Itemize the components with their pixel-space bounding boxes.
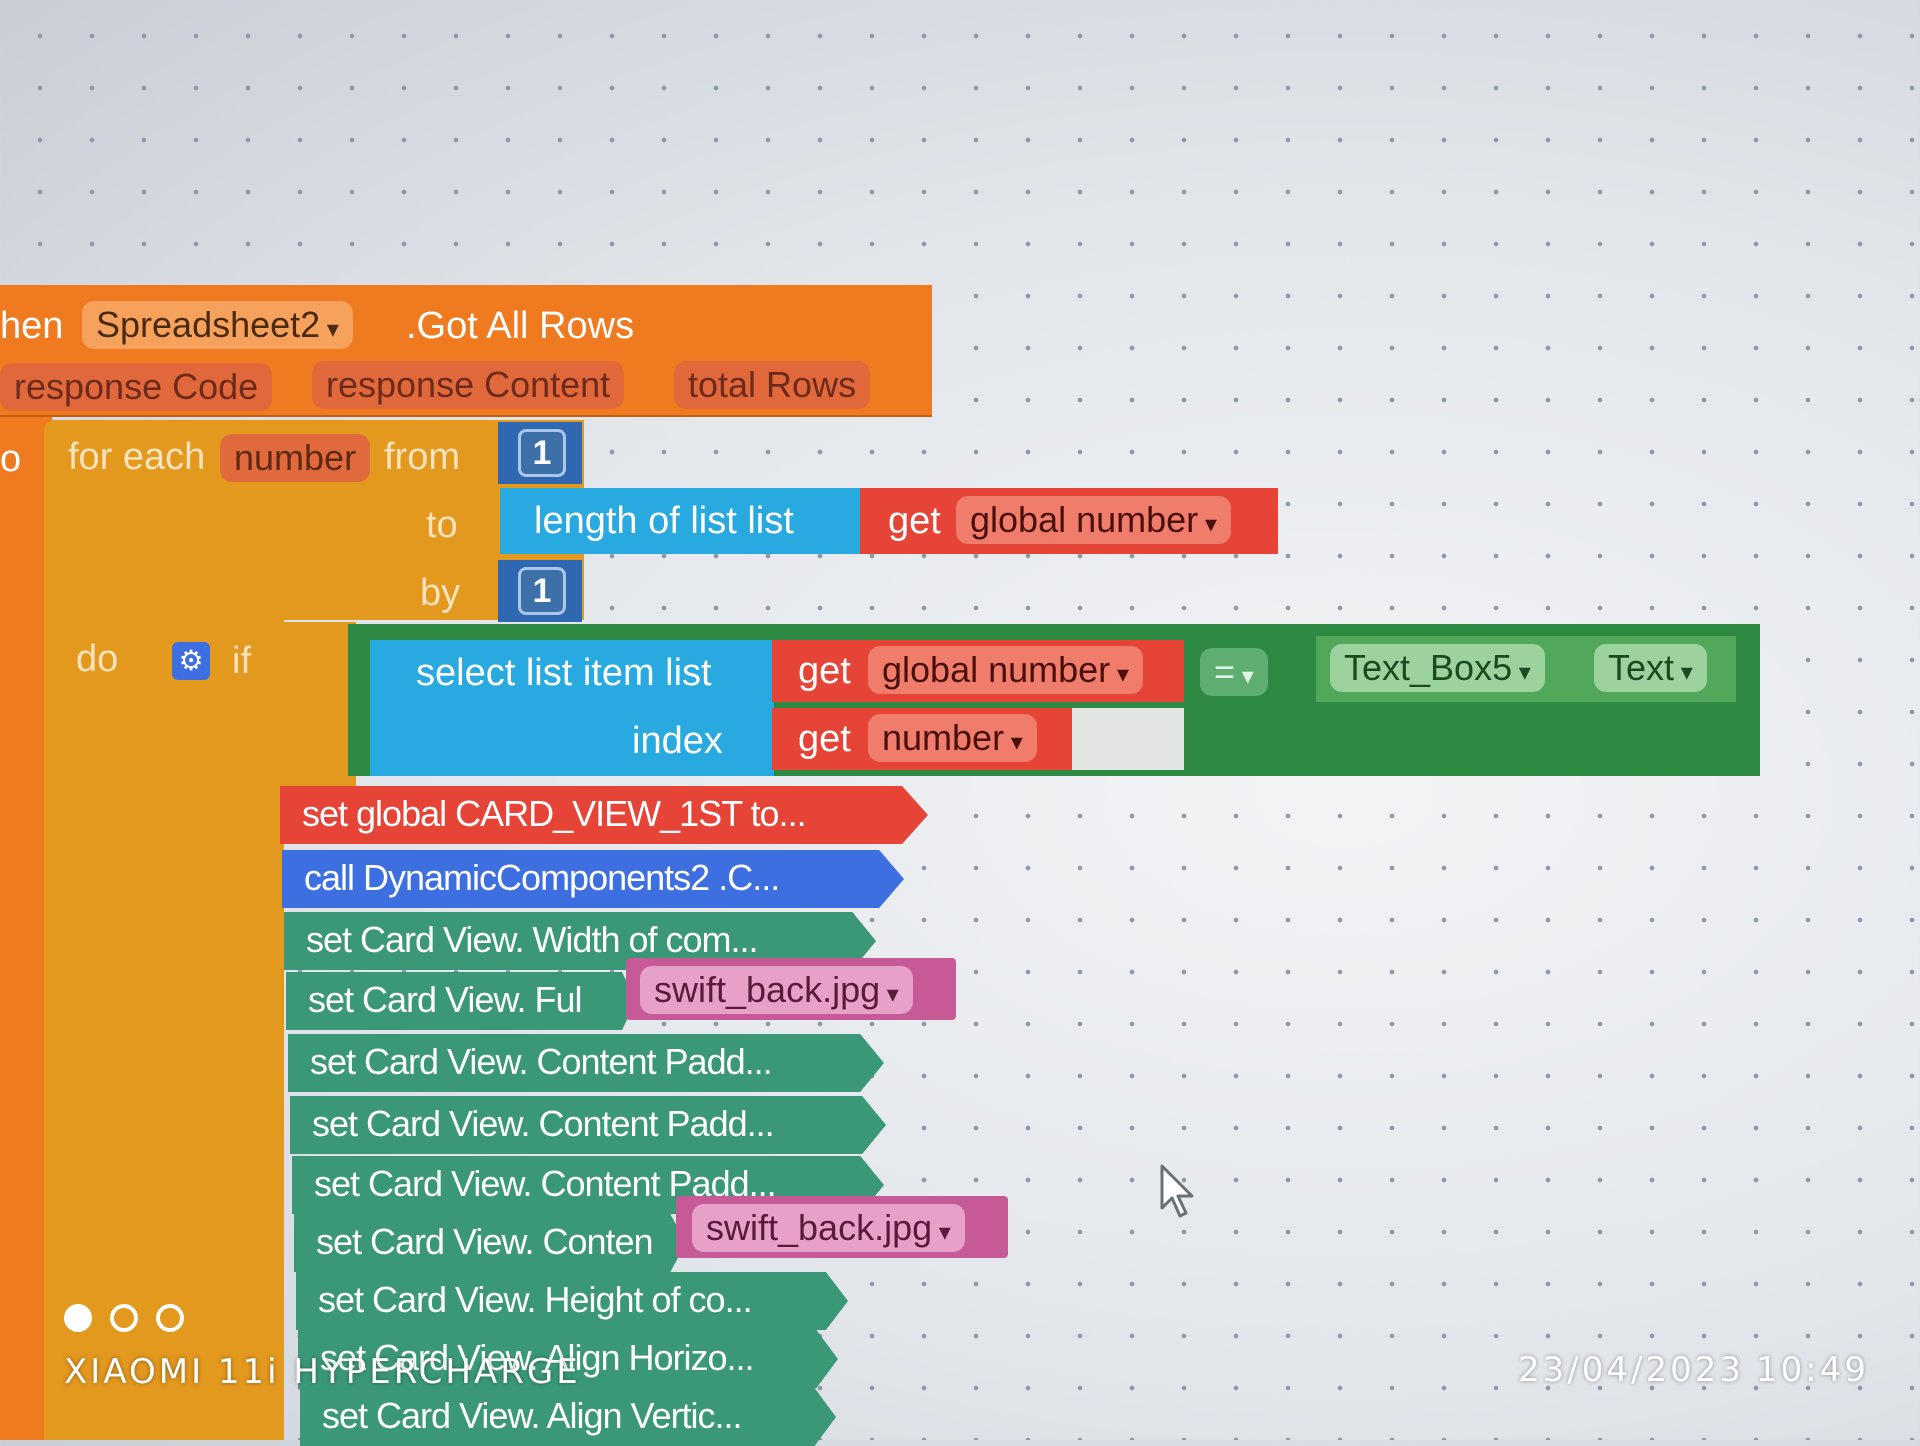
length-of-list-label: length of list list: [534, 500, 794, 542]
watermark-dot-outline-icon: [156, 1304, 184, 1332]
set-card-view-align-horizontal-block[interactable]: set Card View. Align Horizo...: [298, 1330, 838, 1388]
to-label: to: [426, 504, 458, 546]
get-global-number-block[interactable]: get global number: [860, 488, 1278, 554]
global-number-dropdown[interactable]: global number: [868, 646, 1143, 694]
statement-label: set Card View. Align Horizo...: [320, 1337, 755, 1378]
if-block[interactable]: ⚙ if then: [146, 622, 356, 836]
for-each-block[interactable]: for each number from to by: [44, 420, 584, 620]
event-name-label: .Got All Rows: [406, 305, 635, 347]
set-card-view-content-block[interactable]: set Card View. Conten: [294, 1214, 686, 1272]
get-label: get: [798, 718, 851, 760]
get-list-var-block[interactable]: get global number: [772, 640, 1184, 702]
camera-model-label: XIAOMI 11i HYPERCHARGE: [64, 1352, 581, 1392]
set-card-view-full-block[interactable]: set Card View. Ful: [286, 972, 636, 1030]
set-card-view-align-vertical-block[interactable]: set Card View. Align Vertic...: [300, 1388, 836, 1446]
loop-var-field[interactable]: number: [220, 434, 371, 482]
set-card-view-content-padding-block[interactable]: set Card View. Content Padd...: [288, 1034, 884, 1092]
text-value-block[interactable]: swift_back.jpg: [676, 1196, 1008, 1258]
event-block[interactable]: hen Spreadsheet2 .Got All Rows response …: [0, 285, 932, 417]
watermark-dot-filled-icon: [64, 1304, 92, 1332]
from-number-block[interactable]: 1: [498, 422, 582, 484]
set-global-card-view-block[interactable]: set global CARD_VIEW_1ST to...: [280, 786, 928, 844]
set-card-view-height-block[interactable]: set Card View. Height of co...: [296, 1272, 848, 1330]
statement-label: set Card View. Height of co...: [318, 1279, 753, 1320]
watermark-dot-outline-icon: [110, 1304, 138, 1332]
get-index-var-block[interactable]: get number: [772, 708, 1072, 770]
for-each-label: for each: [68, 436, 206, 478]
statement-label: set Card View. Content Padd...: [312, 1103, 775, 1144]
by-label: by: [420, 572, 461, 614]
set-card-view-content-padding-block[interactable]: set Card View. Content Padd...: [290, 1096, 886, 1154]
textbox-component-dropdown[interactable]: Text_Box5: [1330, 644, 1545, 692]
statement-label: set Card View. Ful: [308, 979, 582, 1020]
image-file-dropdown[interactable]: swift_back.jpg: [640, 966, 913, 1014]
do-prefix-label: o: [0, 438, 22, 480]
get-label: get: [798, 650, 851, 692]
param-total-rows[interactable]: total Rows: [674, 361, 871, 409]
statement-label: set Card View. Conten: [316, 1221, 654, 1262]
select-list-item-label: select list item list: [416, 652, 712, 694]
gear-icon[interactable]: ⚙: [172, 642, 210, 680]
compare-operator-dropdown[interactable]: =: [1200, 648, 1268, 696]
if-label: if: [232, 640, 251, 682]
statement-label: set Card View. Content Padd...: [314, 1163, 777, 1204]
index-empty-slot: [1072, 708, 1184, 770]
call-dynamic-components-block[interactable]: call DynamicComponents2 .C...: [282, 850, 904, 908]
select-list-item-block[interactable]: select list item list index: [370, 640, 774, 776]
index-label: index: [632, 720, 723, 762]
mouse-cursor-icon: [1160, 1164, 1194, 1218]
global-number-dropdown[interactable]: global number: [956, 496, 1231, 544]
event-prefix-label: hen: [0, 305, 64, 347]
number-dropdown[interactable]: number: [868, 714, 1037, 762]
by-number-block[interactable]: 1: [498, 560, 582, 622]
photo-date-label: 23/04/2023: [1518, 1350, 1744, 1390]
statement-label: call DynamicComponents2 .C...: [304, 857, 780, 898]
if-rail: [146, 800, 282, 1440]
from-value[interactable]: 1: [518, 429, 566, 477]
statement-label: set Card View. Width of com...: [306, 919, 759, 960]
statement-label: set Card View. Content Padd...: [310, 1041, 773, 1082]
statement-label: set Card View. Align Vertic...: [322, 1395, 743, 1436]
text-value-block[interactable]: swift_back.jpg: [626, 958, 956, 1020]
event-body-rail: [0, 417, 52, 1440]
component-dropdown[interactable]: Spreadsheet2: [82, 301, 353, 349]
photo-time-label: 10:49: [1756, 1350, 1869, 1390]
component-getter-block[interactable]: Text_Box5 Text: [1316, 636, 1736, 702]
from-label: from: [384, 436, 460, 478]
get-label: get: [888, 500, 941, 542]
textbox-property-dropdown[interactable]: Text: [1594, 644, 1707, 692]
param-response-content[interactable]: response Content: [312, 361, 625, 409]
do-label: do: [76, 638, 119, 680]
camera-watermark: XIAOMI 11i HYPERCHARGE 23/04/2023 10:49: [0, 1300, 1920, 1440]
by-value[interactable]: 1: [518, 567, 566, 615]
statement-label: set global CARD_VIEW_1ST to...: [302, 793, 807, 834]
length-of-list-block[interactable]: length of list list: [500, 488, 868, 554]
param-response-code[interactable]: response Code: [0, 363, 273, 411]
image-file-dropdown[interactable]: swift_back.jpg: [692, 1204, 965, 1252]
